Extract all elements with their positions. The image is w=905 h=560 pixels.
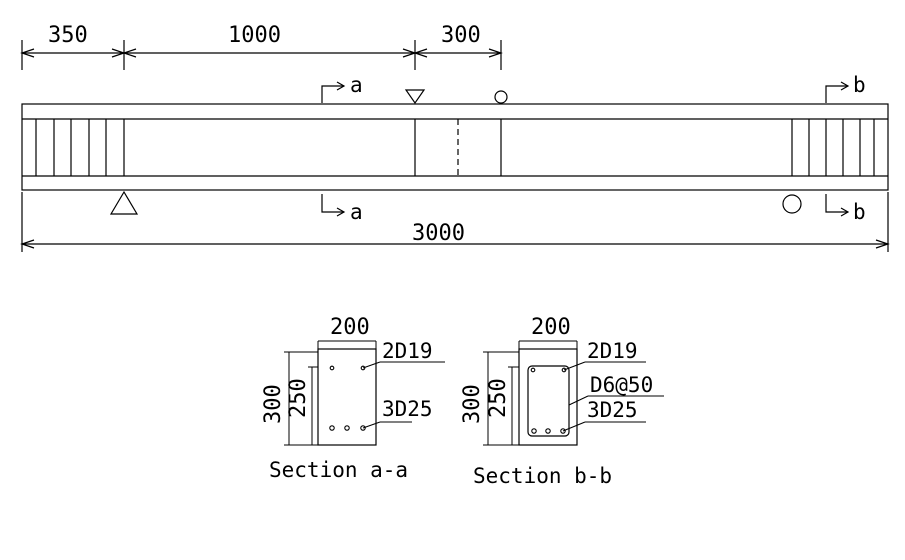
section-aa-width: 200 <box>330 315 370 340</box>
beam-elevation <box>21 103 889 191</box>
rebar-bottom <box>560 428 566 434</box>
stirrups-right <box>791 119 875 176</box>
section-bb-top-bars: 2D19 <box>587 339 638 363</box>
svg-text:a: a <box>350 73 363 97</box>
section-bb-stirrups: D6@50 <box>590 373 653 397</box>
rebar-bottom <box>344 425 350 431</box>
pin-support-icon <box>109 190 139 215</box>
svg-text:a: a <box>350 200 363 224</box>
roller-support-icon <box>782 194 802 214</box>
svg-text:b: b <box>853 200 866 224</box>
arrow <box>122 48 137 58</box>
section-aa-outline <box>317 348 377 446</box>
arrow <box>413 48 428 58</box>
dim-label-350: 350 <box>48 23 88 48</box>
section-bb-width: 200 <box>531 315 571 340</box>
section-aa-bottom-bars: 3D25 <box>382 397 433 421</box>
section-bb-caption: Section b-b <box>473 464 612 488</box>
rebar-top <box>360 365 366 371</box>
section-bb-outline <box>518 348 578 446</box>
section-aa: 200 300 250 2D19 3D25 Section a-a <box>261 315 445 482</box>
beam-outline <box>21 103 889 191</box>
rebar-bottom <box>531 428 537 434</box>
section-cut-b-bottom: b <box>825 194 866 224</box>
section-cut-a-top: a <box>321 73 363 103</box>
section-aa-top-bars: 2D19 <box>382 339 433 363</box>
dim-label-3000: 3000 <box>412 221 465 246</box>
section-cut-b-top: b <box>825 73 866 103</box>
rebar-bottom <box>545 428 551 434</box>
roller-circle-icon <box>494 90 508 104</box>
section-aa-height: 300 <box>261 384 286 424</box>
rebar-top <box>530 367 536 373</box>
section-cut-a-bottom: a <box>321 194 363 224</box>
section-aa-depth: 250 <box>286 378 311 418</box>
dim-label-300: 300 <box>441 23 481 48</box>
section-bb-depth: 250 <box>486 378 511 418</box>
rebar-bottom <box>329 425 335 431</box>
rebar-top <box>329 365 335 371</box>
stirrup-outline <box>527 365 570 437</box>
arrow <box>20 48 35 58</box>
stirrups-left <box>35 119 125 176</box>
dim-label-1000: 1000 <box>228 23 281 48</box>
arrow <box>488 48 503 58</box>
load-triangle-icon <box>404 89 426 105</box>
svg-text:b: b <box>853 73 866 97</box>
section-aa-caption: Section a-a <box>269 458 408 482</box>
section-bb-bottom-bars: 3D25 <box>587 398 638 422</box>
section-bb-height: 300 <box>460 384 485 424</box>
overall-dimension: 3000 <box>20 192 890 252</box>
top-dimensions: 350 1000 300 <box>20 23 503 70</box>
rebar-top <box>561 367 567 373</box>
rebar-bottom <box>360 425 366 431</box>
section-bb: 200 300 250 2D19 D6@50 3D25 Section b-b <box>460 315 664 488</box>
